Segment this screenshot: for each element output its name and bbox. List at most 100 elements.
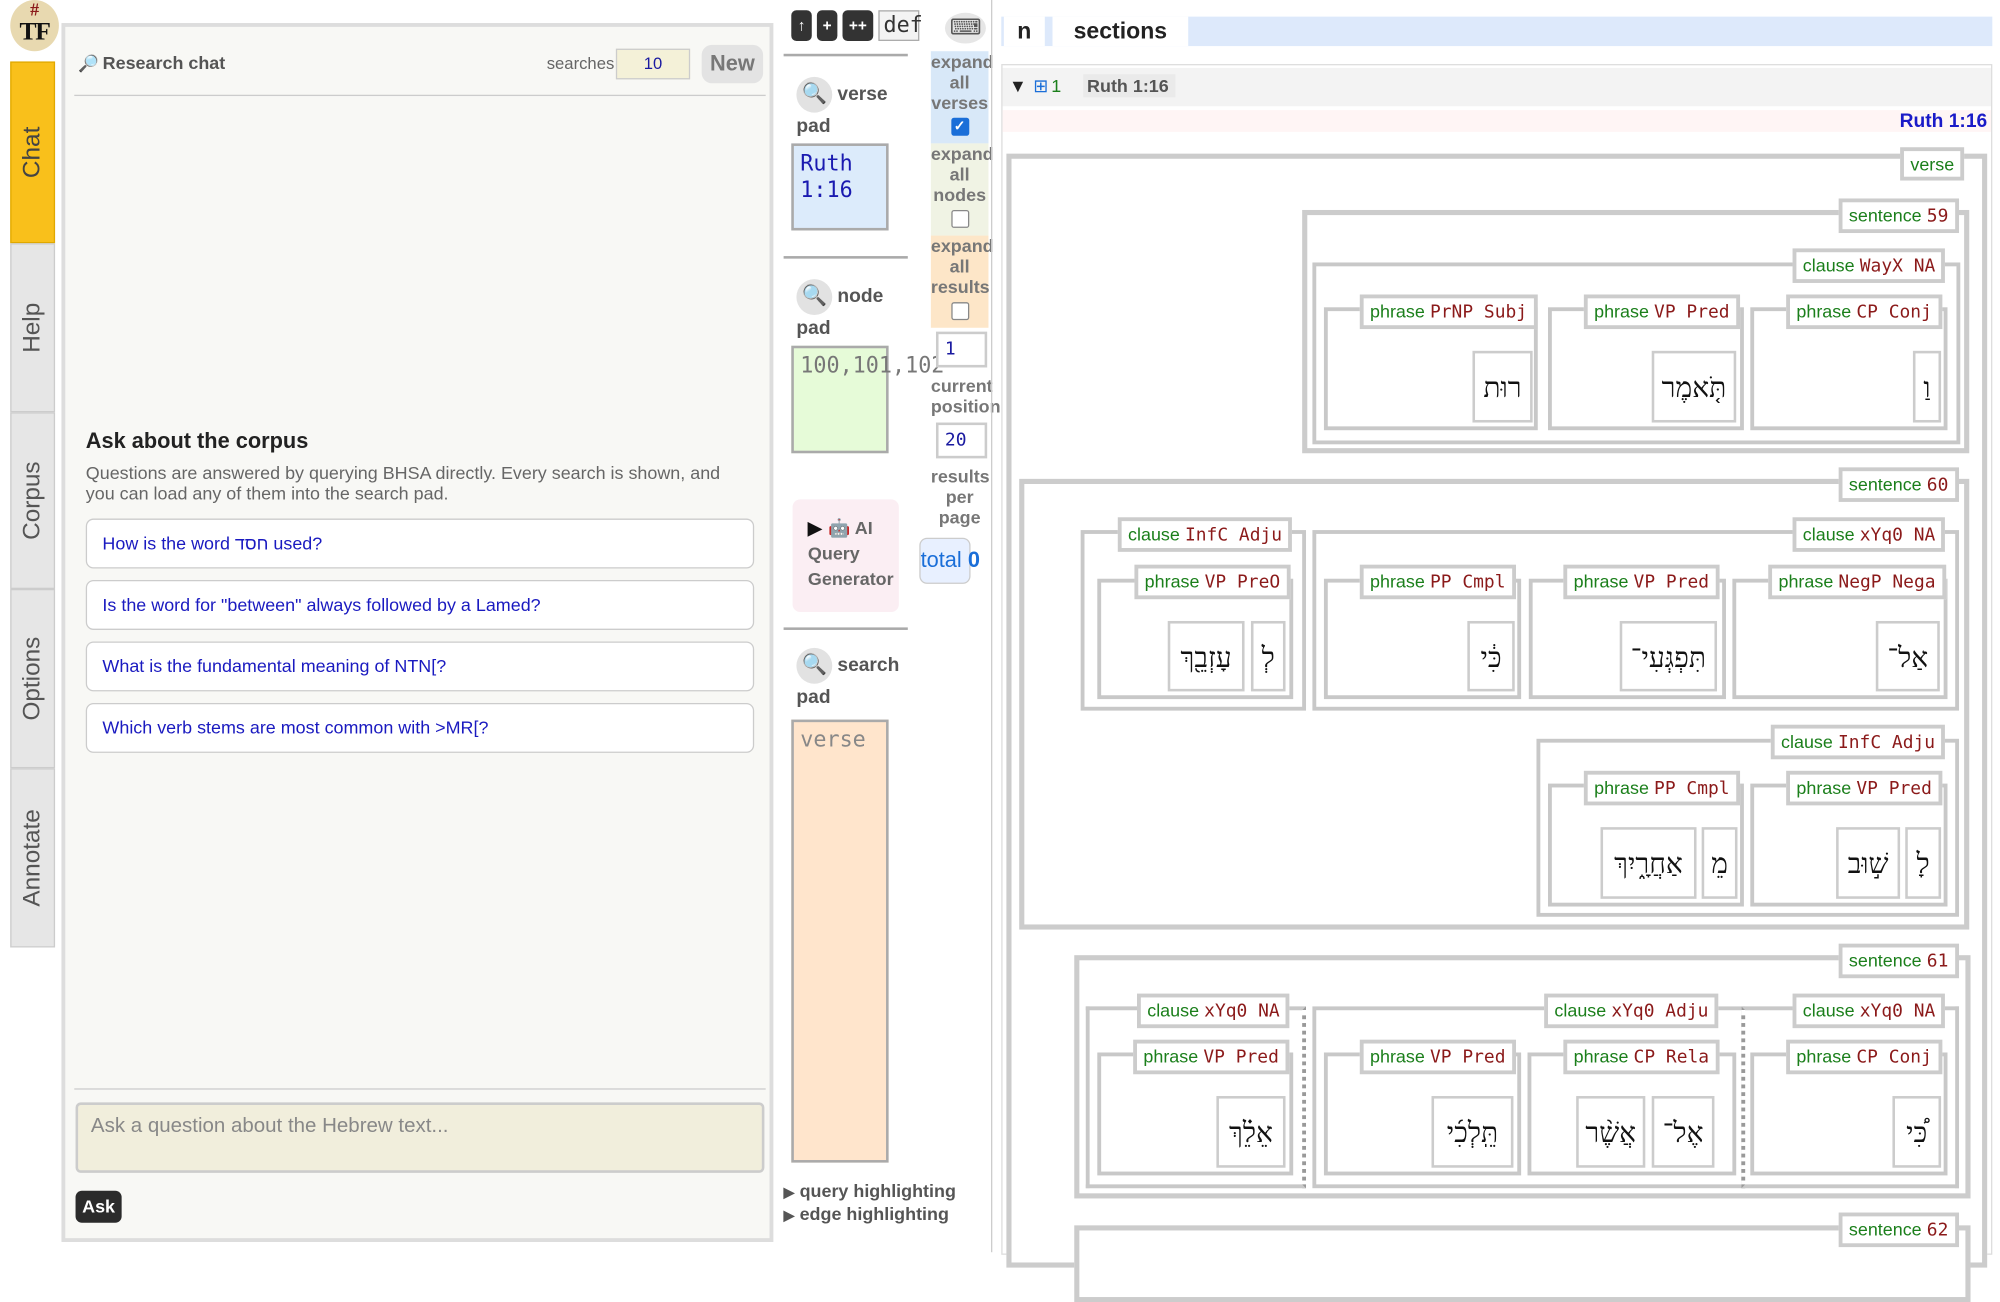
word[interactable]: אֶל־ (1651, 1096, 1715, 1168)
tab-corpus[interactable]: Corpus (10, 412, 56, 589)
searches-input[interactable]: 10 (615, 48, 691, 80)
word[interactable]: שׁ֣וּב (1836, 827, 1901, 899)
column-separator (991, 0, 993, 1253)
word[interactable]: רוּת (1472, 350, 1533, 423)
position-input[interactable]: 1 (935, 331, 988, 368)
expand-nodes-option: expand all nodes (930, 143, 994, 236)
word[interactable]: אַחֲרָ֑יִךְ (1600, 827, 1697, 899)
expand-verses-checkbox[interactable]: ✓ (950, 117, 969, 136)
word[interactable]: תֵּֽלְכִ֜י (1431, 1096, 1514, 1168)
chat-panel: 🔎Research chat searches 10 New Ask about… (61, 23, 774, 1242)
vertical-tabs: Chat Help Corpus Options Annotate (10, 61, 56, 948)
edge-highlighting-toggle[interactable]: ▶edge highlighting (783, 1203, 949, 1225)
suggestion-button[interactable]: Which verb stems are most common with >M… (85, 702, 755, 753)
sentence-box (1074, 1225, 1971, 1302)
ai-query-generator-toggle[interactable]: ▶🤖 AI Query Generator (792, 499, 899, 613)
definition-field[interactable]: def (878, 10, 923, 41)
search-pad-label: 🔍search pad (796, 647, 911, 711)
tf-logo[interactable]: #TF (10, 0, 59, 52)
tab-help[interactable]: Help (10, 243, 56, 413)
column-header-sections[interactable]: sections (1052, 16, 1189, 47)
plus-plus-button[interactable]: ++ (842, 10, 874, 41)
plus-button[interactable]: + (816, 10, 838, 41)
divider (74, 1088, 766, 1090)
new-chat-button[interactable]: New (701, 44, 764, 84)
search-icon[interactable]: 🔍 (796, 647, 833, 684)
word[interactable]: תֹּ֤אמֶר (1651, 350, 1737, 423)
node-pad-input[interactable]: 100,101,102 (791, 345, 944, 454)
collapse-triangle-icon[interactable]: ▼ (1008, 75, 1027, 97)
suggestion-button[interactable]: Is the word for "between" always followe… (85, 580, 755, 630)
tab-options[interactable]: Options (10, 588, 56, 769)
divider (74, 94, 766, 97)
verse-pad-input[interactable]: Ruth 1:16 (791, 143, 889, 231)
expand-verses-option: expand all verses✓ (930, 51, 994, 144)
word[interactable]: לְ (1250, 620, 1286, 692)
ask-description: Questions are answered by querying BHSA … (85, 462, 721, 504)
expand-results-option: expand all results (930, 235, 994, 328)
total-badge: total 0 (919, 537, 980, 584)
tab-chat[interactable]: Chat (10, 61, 56, 244)
verse-pad-label: 🔍verse pad (796, 76, 911, 140)
ask-button[interactable]: Ask (75, 1190, 122, 1223)
query-highlighting-toggle[interactable]: ▶query highlighting (783, 1180, 956, 1202)
verse-label: verse (1900, 147, 1965, 181)
position-label: current position (930, 375, 1001, 417)
word[interactable]: אֵלֵ֗ךְ (1216, 1096, 1286, 1168)
suggestion-button[interactable]: How is the word חסד used? (85, 518, 755, 569)
verse-reference[interactable]: Ruth 1:16 (1002, 110, 1992, 132)
question-input[interactable]: Ask a question about the Hebrew text... (75, 1102, 765, 1173)
per-page-label: results per page (930, 466, 990, 528)
search-pad-input[interactable]: verse (791, 719, 889, 1163)
divider (783, 53, 908, 57)
word[interactable]: אַל־ (1875, 620, 1940, 692)
suggestion-button[interactable]: What is the fundamental meaning of NTN[? (85, 641, 755, 692)
word[interactable]: לָ (1905, 827, 1942, 899)
node-pad-label: 🔍node pad (796, 279, 911, 342)
divider (783, 256, 908, 259)
word[interactable]: כִּ֠י (1892, 1096, 1942, 1168)
keyboard-icon[interactable]: ⌨ (944, 12, 986, 44)
tab-annotate[interactable]: Annotate (10, 768, 56, 948)
searches-label: searches (546, 53, 615, 73)
word[interactable]: תִּפְגְּעִי־ (1619, 620, 1718, 692)
result-reference[interactable]: Ruth 1:16 (1083, 74, 1176, 98)
search-icon[interactable]: 🔍 (796, 279, 833, 315)
word[interactable]: אֲשֶׁ֨ר (1576, 1096, 1646, 1168)
column-header-n[interactable]: n (1003, 16, 1045, 47)
expand-nodes-checkbox[interactable] (950, 209, 969, 228)
per-page-input[interactable]: 20 (935, 422, 988, 459)
up-button[interactable]: ↑ (791, 10, 812, 41)
divider (783, 627, 908, 630)
word[interactable]: וַ (1912, 350, 1942, 423)
search-icon[interactable]: 🔍 (796, 76, 833, 113)
triangle-right-icon: ▶ (783, 1208, 795, 1225)
expand-results-checkbox[interactable] (950, 302, 969, 321)
word[interactable]: עָזְבֵ֖ךְ (1167, 620, 1245, 692)
word[interactable]: מֵ (1701, 827, 1738, 899)
word[interactable]: כִּ֔י (1467, 620, 1515, 692)
structure-icon[interactable]: ⊞ (1033, 75, 1049, 97)
